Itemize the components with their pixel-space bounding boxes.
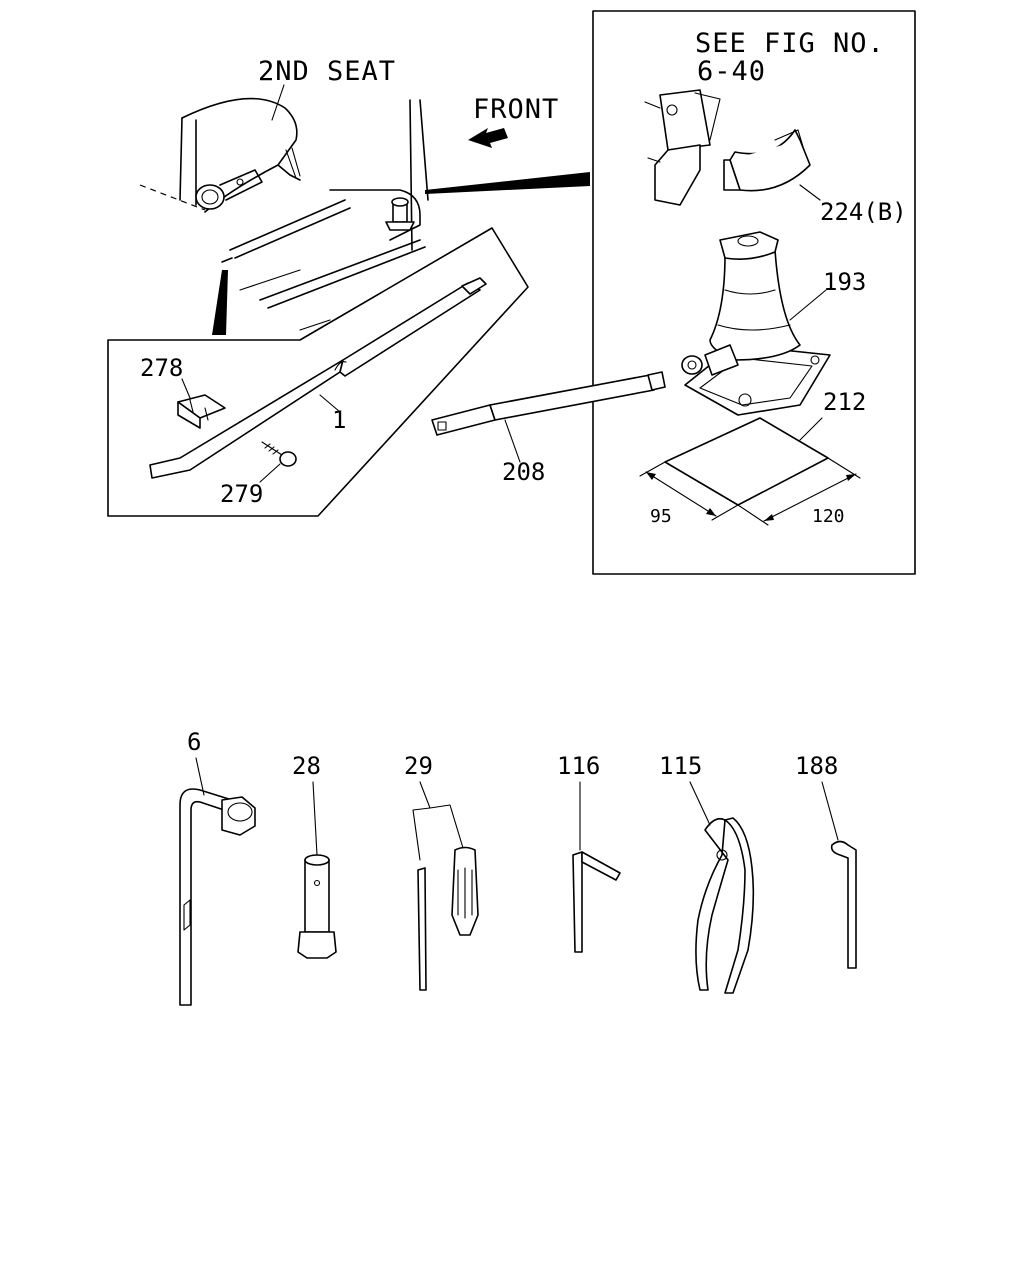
detail-box-right: [592, 10, 916, 575]
part-label-212: 212: [823, 388, 866, 416]
part-label-116: 116: [557, 752, 600, 780]
screw-279: [261, 441, 297, 467]
label-sheet-212: [664, 417, 829, 506]
front-arrow-icon: [468, 128, 508, 148]
hook-tool-188: [821, 781, 857, 969]
part-label-28: 28: [292, 752, 321, 780]
hex-key-116: [572, 781, 621, 953]
extension-bar-208: [431, 371, 666, 436]
part-label-115: 115: [659, 752, 702, 780]
part-label-6: 6: [187, 728, 201, 756]
see-fig-number: 6-40: [697, 56, 766, 87]
part-label-208: 208: [502, 458, 545, 486]
inset-box-left: [107, 227, 529, 517]
part-label-193: 193: [823, 268, 866, 296]
strap-224b: [723, 129, 811, 192]
lug-wrench-6: [179, 757, 256, 1006]
dimension-lines: [639, 457, 861, 526]
seat-illustration: [139, 97, 429, 331]
jack-handle-bar: [149, 277, 487, 479]
bottle-jack-193: [681, 231, 831, 416]
front-label: FRONT: [473, 94, 559, 125]
part-label-188: 188: [795, 752, 838, 780]
clip-278: [177, 394, 226, 429]
callout-arrow: [425, 172, 590, 194]
second-seat-label: 2ND SEAT: [258, 56, 396, 87]
bracket-6-40: [644, 89, 721, 206]
socket-wrench-28: [297, 781, 337, 959]
dimension-120: 120: [812, 506, 845, 527]
part-label-29: 29: [404, 752, 433, 780]
part-label-278: 278: [140, 354, 183, 382]
screwdriver-29: [412, 781, 479, 991]
part-label-279: 279: [220, 480, 263, 508]
see-fig-label: SEE FIG NO.: [695, 28, 885, 59]
inset-pointer: [212, 270, 228, 335]
part-label-1: 1: [332, 406, 346, 434]
dimension-95: 95: [650, 506, 672, 527]
part-label-224b: 224(B): [820, 198, 907, 226]
pliers-115: [689, 781, 755, 994]
